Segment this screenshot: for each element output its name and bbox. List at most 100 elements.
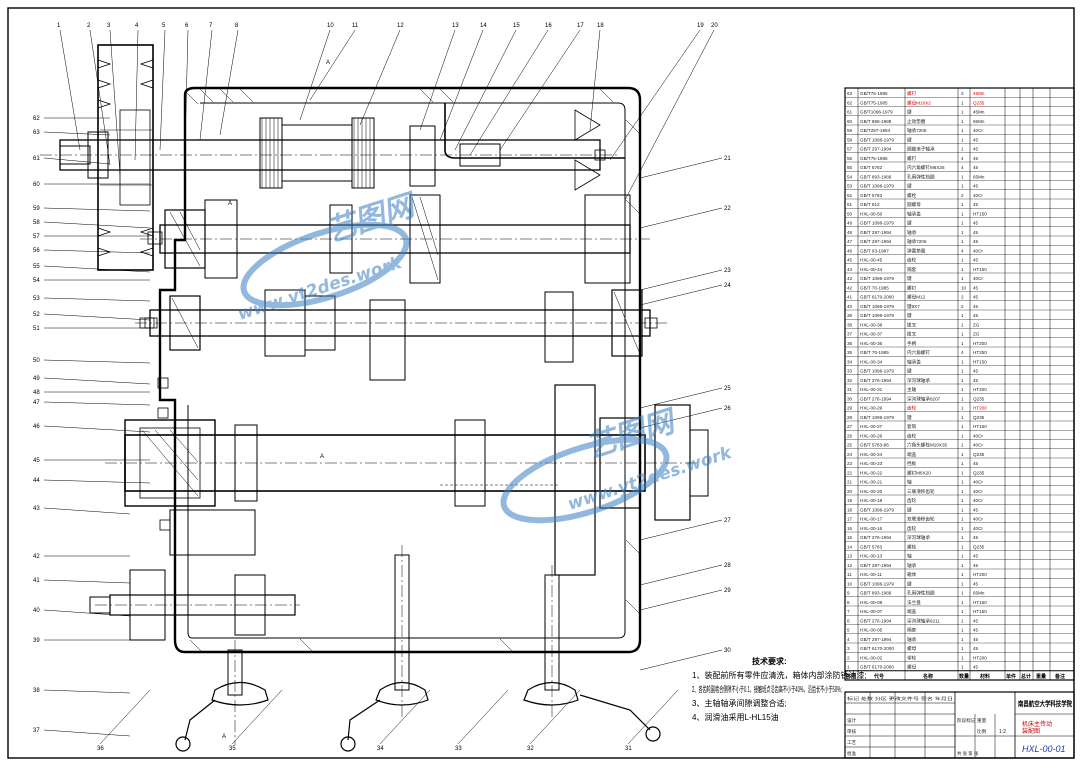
bom-seq: 53 (847, 184, 853, 189)
bom-name: 端盖 (907, 451, 917, 458)
bom-name: 双联滑移齿轮 (907, 516, 935, 523)
drawing-subtitle: 装配图 (1022, 727, 1040, 735)
bom-code: HXL-00-19 (860, 498, 883, 503)
bom-name: 手柄 (907, 340, 917, 347)
bom-qty: 1 (961, 396, 964, 401)
bom-name: 内六角螺钉M6X25 (907, 164, 945, 171)
callout-leader (439, 29, 484, 141)
bom-material: 40Cr (973, 498, 983, 503)
shift-shaft (89, 509, 300, 641)
bom-seq: 48 (847, 230, 853, 235)
bom-qty: 1 (961, 655, 964, 660)
bom-header-cell: 材料 (980, 673, 990, 680)
section-mark-a: A (326, 60, 330, 66)
bom-seq: 63 (847, 91, 853, 96)
bom-name: 深沟球轴承 (907, 377, 930, 384)
sheet-cell: 共 张 第 张 (957, 750, 979, 757)
callout-leader (43, 313, 151, 321)
bom-qty: 1 (961, 526, 964, 531)
callout-leader (609, 29, 701, 161)
callout-number: 26 (724, 406, 731, 412)
callout-number: 60 (33, 182, 40, 188)
bom-code: HXL-00-26 (860, 433, 883, 438)
bom-code: GB/T 6170-2000 (860, 665, 894, 670)
callout-number: 19 (697, 23, 704, 29)
housing-partition (444, 103, 625, 159)
callout-number: 16 (545, 23, 552, 29)
drawing-title: 机床主传动 (1022, 720, 1052, 728)
bom-name: 键 (907, 414, 912, 421)
bom-seq: 39 (847, 313, 853, 318)
callout-number: 57 (33, 234, 40, 240)
bom-material: 45Mn (973, 110, 985, 115)
bom-material: 40Cr (973, 526, 983, 531)
bom-name: 六角头螺栓M10X35 (907, 442, 948, 449)
bom-material: Q235 (973, 544, 985, 549)
bom-material: 45 (973, 628, 979, 633)
stage-cell: 阶段标记 (957, 717, 976, 724)
callout-number: 2 (87, 23, 91, 29)
callout-leader (589, 29, 601, 131)
bom-material: 45 (973, 221, 979, 226)
bom-code: HXL-00-17 (860, 517, 883, 522)
bom-code: GB/T 297-1994 (860, 637, 892, 642)
bom-name: 键 (907, 506, 912, 513)
bom-name: 圆螺母 (907, 201, 921, 208)
bom-material: Q235 (973, 396, 985, 401)
bom-code: GB/T 1096-1979 (860, 184, 894, 189)
callout-number: 28 (724, 563, 731, 569)
v-belt-pulley (97, 44, 154, 271)
callout-number: 1 (57, 23, 61, 29)
callout-leader (639, 649, 723, 671)
callout-number: 46 (33, 424, 40, 430)
title-block (844, 691, 1075, 759)
bom-code: GB/T 70-1985 (860, 285, 889, 290)
revision-row: 标记 处数 分区 更改文件号 签名 年月日 (847, 695, 953, 702)
bom-name: 螺钉 (907, 90, 917, 97)
callout-number: 59 (33, 206, 40, 212)
bom-name: 轴承 (907, 562, 917, 569)
callout-leader (89, 29, 111, 166)
bom-header-cell: 单件 (1006, 673, 1016, 680)
callout-number: 5 (162, 23, 166, 29)
tech-req-item: 1、装配前所有零件应清洗，箱体内部涂防锈油漆; (692, 670, 867, 680)
bom-code: HXL-00-44 (860, 267, 883, 272)
bom-name: 三联滑移齿轮 (907, 488, 935, 495)
bom-code: GB/T 5782 (860, 165, 883, 170)
bom-name: 螺栓 (907, 543, 917, 550)
bom-material: HT150 (973, 267, 987, 272)
section-mark-a: A (320, 454, 324, 460)
bom-name: 主轴 (907, 386, 917, 393)
bom-seq: 5 (847, 628, 850, 633)
bom-name: 键 (907, 183, 912, 190)
bom-qty: 1 (961, 110, 964, 115)
bom-material: 45 (973, 461, 979, 466)
design-cell: 设计 (847, 717, 857, 724)
bom-seq: 1 (847, 665, 850, 670)
bom-qty: 1 (961, 128, 964, 133)
bom-qty: 1 (961, 359, 964, 364)
bom-code: GB/T 297-1994 (860, 563, 892, 568)
bom-qty: 1 (961, 628, 964, 633)
bom-seq: 16 (847, 526, 853, 531)
bom-material: 45 (973, 378, 979, 383)
bom-material: 45 (973, 239, 979, 244)
bom-material: 45 (973, 618, 979, 623)
callout-leader (43, 507, 131, 515)
bom-material: Q235 (973, 470, 985, 475)
